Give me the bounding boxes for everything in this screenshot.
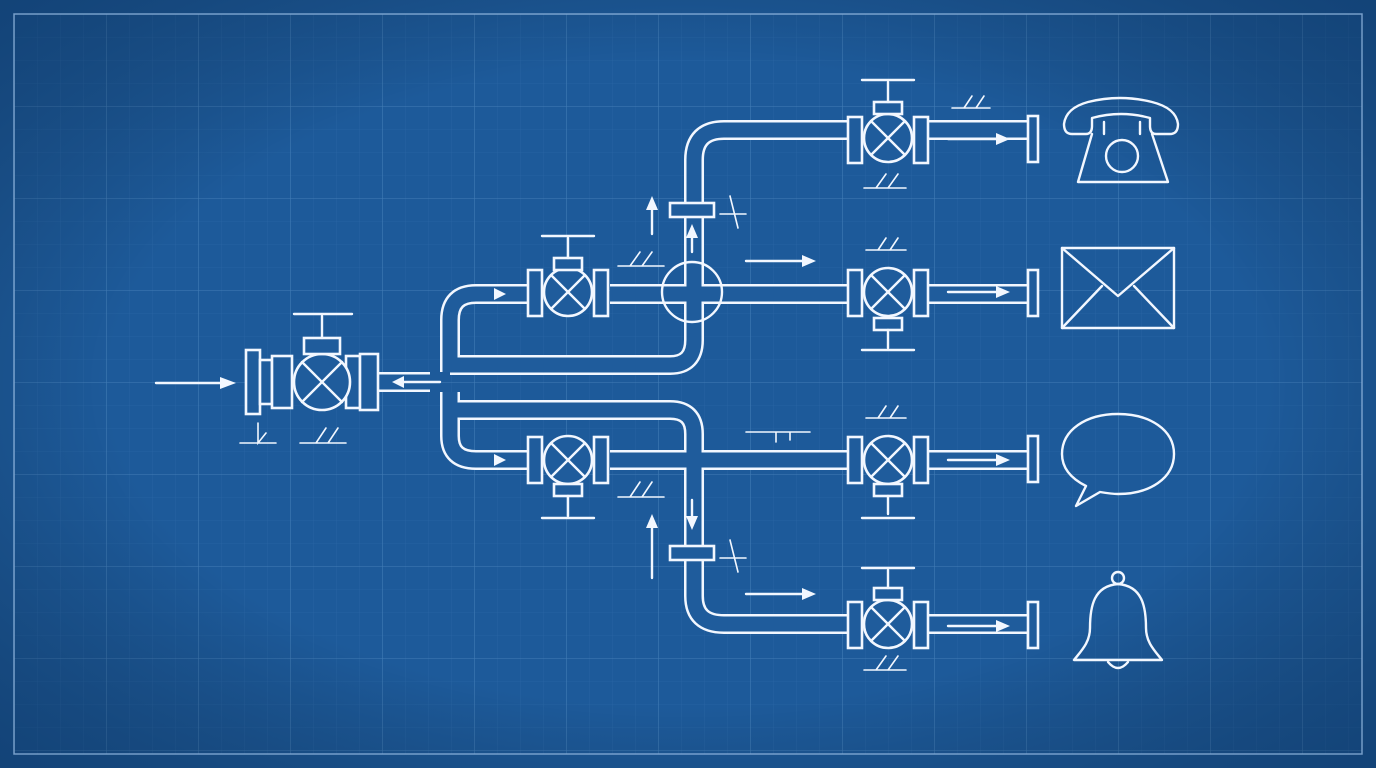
- telephone-icon: [1062, 96, 1180, 184]
- bell-icon: [1072, 570, 1164, 670]
- envelope-icon: [1060, 246, 1176, 330]
- outlet-valve-2: [846, 266, 930, 352]
- speech-bubble-icon: [1060, 412, 1176, 508]
- end-cap-1: [1026, 114, 1040, 164]
- outlet-valve-4: [846, 566, 930, 650]
- end-cap-2: [1026, 268, 1040, 318]
- inlet-valve: [244, 312, 380, 416]
- end-cap-3: [1026, 434, 1040, 484]
- branch-valve-lower: [526, 434, 610, 520]
- outlet-valve-3: [846, 434, 930, 520]
- branch-valve-upper: [526, 234, 610, 318]
- outlet-valve-1: [846, 78, 930, 165]
- pipe-junction-upper: [660, 260, 724, 324]
- pipe-coupling-lower: [668, 544, 716, 562]
- end-cap-4: [1026, 600, 1040, 650]
- blueprint-border: [13, 13, 1363, 755]
- annotation-ticks: [239, 95, 991, 671]
- pipe-coupling-upper: [668, 201, 716, 219]
- flow-arrows: [154, 133, 1010, 632]
